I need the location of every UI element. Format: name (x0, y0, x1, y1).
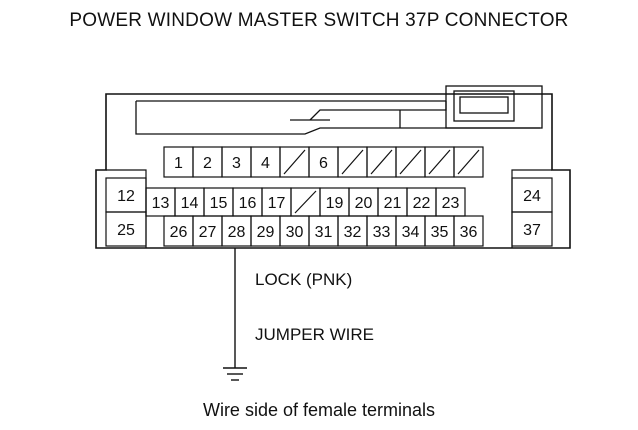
unused-terminal-slash (457, 149, 480, 175)
terminal-24: 24 (523, 188, 541, 205)
diagram-title: POWER WINDOW MASTER SWITCH 37P CONNECTOR (69, 10, 569, 31)
terminal-1: 1 (174, 155, 183, 172)
terminal-2: 2 (203, 155, 212, 172)
terminal-4: 4 (261, 155, 270, 172)
unused-terminal-slash (341, 149, 364, 175)
terminal-17: 17 (268, 195, 286, 212)
terminal-36: 36 (460, 224, 478, 241)
connector-housing (95, 93, 571, 249)
middle-row-cells: 13 14 15 16 17 19 20 21 22 23 (145, 187, 466, 217)
terminal-15: 15 (210, 195, 228, 212)
terminal-19: 19 (326, 195, 344, 212)
terminal-27: 27 (199, 224, 217, 241)
terminal-32: 32 (344, 224, 362, 241)
terminal-37: 37 (523, 222, 541, 239)
terminal-26: 26 (170, 224, 188, 241)
bottom-row-cells: 26 27 28 29 30 31 32 33 34 35 36 (163, 215, 484, 247)
terminal-29: 29 (257, 224, 275, 241)
unused-terminal-slash (283, 149, 306, 175)
terminal-37-box (511, 211, 553, 247)
terminal-14: 14 (181, 195, 199, 212)
terminal-16: 16 (239, 195, 257, 212)
terminal-33: 33 (373, 224, 391, 241)
terminal-30: 30 (286, 224, 304, 241)
connector-latch (135, 85, 543, 135)
terminal-20: 20 (355, 195, 373, 212)
terminal-13: 13 (152, 195, 170, 212)
terminal-unused-box (453, 146, 484, 178)
terminal-34: 34 (402, 224, 420, 241)
terminal-21: 21 (384, 195, 402, 212)
unused-terminal-slash (399, 149, 422, 175)
terminal-25: 25 (117, 222, 135, 239)
terminal-3: 3 (232, 155, 241, 172)
unused-terminal-slash (370, 149, 393, 175)
terminal-12: 12 (117, 188, 135, 205)
terminal-28: 28 (228, 224, 246, 241)
top-row-cells: 1 2 3 4 6 (163, 146, 484, 178)
unused-terminal-slash (294, 190, 317, 214)
jumper-wire-label: JUMPER WIRE (255, 325, 374, 344)
side-cells: 12 25 24 37 (105, 177, 553, 247)
terminal-6: 6 (319, 155, 328, 172)
unused-terminal-slash (428, 149, 451, 175)
wire-color-label: LOCK (PNK) (255, 270, 352, 289)
terminal-22: 22 (413, 195, 431, 212)
ground-symbol-icon (223, 367, 247, 381)
terminal-31: 31 (315, 224, 333, 241)
terminal-25-box (105, 211, 147, 247)
terminal-35: 35 (431, 224, 449, 241)
view-caption: Wire side of female terminals (202, 400, 436, 420)
terminal-36-box (453, 215, 484, 247)
terminal-23: 23 (442, 195, 460, 212)
